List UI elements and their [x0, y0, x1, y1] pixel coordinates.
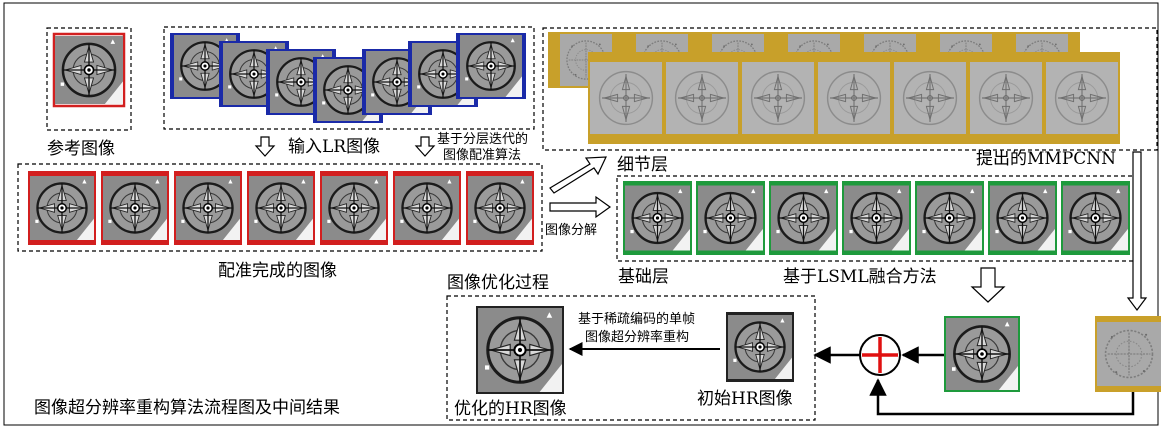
reference-label: 参考图像 — [47, 139, 115, 159]
detail-arrow — [549, 156, 607, 194]
detail-to-sum-arrow — [869, 378, 1135, 416]
base-frame — [769, 181, 838, 255]
fused-base-image — [944, 316, 1020, 392]
detail-layer-stack — [548, 32, 1120, 144]
registered-box — [17, 163, 543, 252]
registered-frame — [393, 171, 461, 245]
base-frame — [696, 181, 765, 255]
fused-detail-image — [1095, 316, 1161, 392]
detail-frame — [968, 52, 1044, 144]
registered-frame — [247, 171, 315, 245]
lsml-label: 基于LSML融合方法 — [783, 267, 937, 287]
optimized-hr-image — [476, 306, 564, 394]
registered-frame — [466, 171, 534, 245]
registration-algo-line2: 图像配准算法 — [443, 148, 521, 163]
sparse-line1: 基于稀疏编码的单帧 — [578, 311, 695, 327]
detail-frame — [892, 52, 968, 144]
figure-caption: 图像超分辨率重构算法流程图及中间结果 — [34, 398, 340, 418]
mmpcnn-arrow — [1126, 151, 1148, 311]
sparse-line2: 图像超分辨率重构 — [585, 329, 689, 345]
detail-frame — [816, 52, 892, 144]
detail-frame — [1044, 52, 1120, 144]
lr-box — [163, 26, 535, 130]
lr-label: 输入LR图像 — [288, 137, 380, 157]
initial-hr-label: 初始HR图像 — [697, 389, 793, 409]
base-frame — [623, 181, 692, 255]
base-arrow — [549, 195, 612, 219]
lsml-arrow — [970, 267, 1006, 303]
base-layer-row — [623, 181, 1130, 255]
reference-box — [46, 27, 132, 131]
registered-frame — [101, 171, 169, 245]
reference-image — [52, 32, 126, 108]
lr-frame — [456, 33, 526, 99]
decomposition-label: 图像分解 — [545, 223, 597, 238]
detail-box — [542, 27, 1158, 151]
initial-hr-image — [726, 312, 794, 382]
detail-frame — [588, 52, 664, 144]
lr-image-stack — [170, 33, 526, 123]
proposed-label: 提出的MMPCNN — [976, 149, 1116, 169]
optimized-hr-label: 优化的HR图像 — [454, 399, 567, 419]
base-label: 基础层 — [618, 267, 669, 287]
registered-frame — [28, 171, 96, 245]
detail-frame — [664, 52, 740, 144]
base-frame — [988, 181, 1057, 255]
detail-label: 细节层 — [617, 155, 668, 175]
base-frame — [1061, 181, 1130, 255]
down-arrow-2 — [414, 136, 436, 157]
registered-image-row — [28, 171, 534, 245]
registered-label: 配准完成的图像 — [218, 261, 337, 281]
down-arrow-1 — [254, 136, 276, 157]
optimization-label: 图像优化过程 — [447, 273, 549, 293]
base-frame — [842, 181, 911, 255]
registration-algo-line1: 基于分层迭代的 — [437, 131, 528, 147]
detail-frame — [740, 52, 816, 144]
base-frame — [915, 181, 984, 255]
optimization-box — [446, 295, 816, 421]
registered-frame — [174, 171, 242, 245]
registered-frame — [320, 171, 388, 245]
